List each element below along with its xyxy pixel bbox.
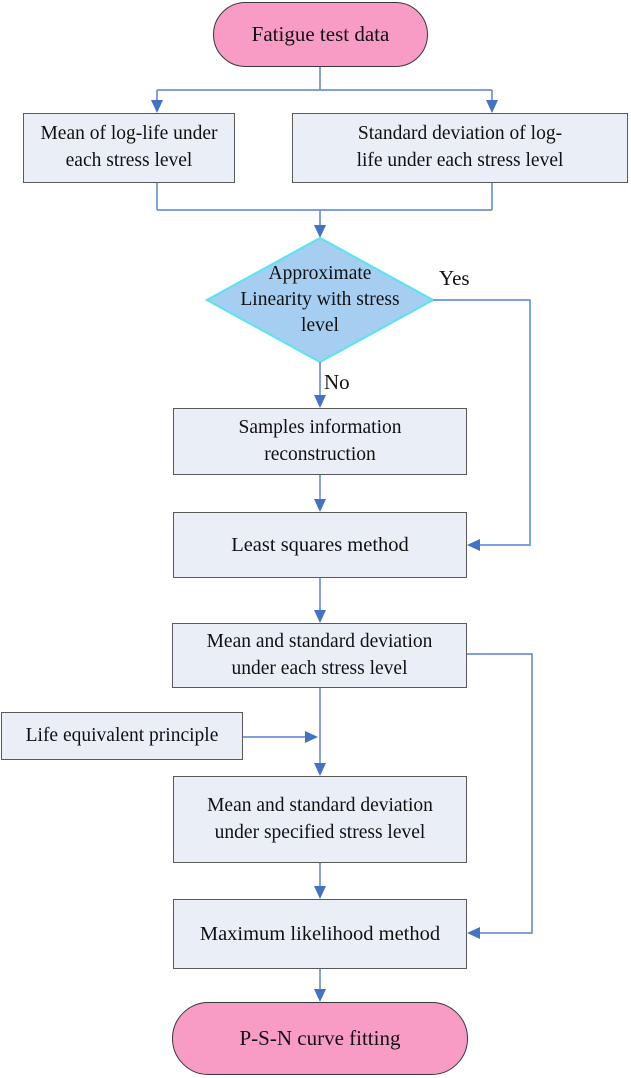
arrowhead-into-max-likelihood <box>314 886 326 899</box>
edge-label-yes: Yes <box>439 266 470 290</box>
arrowhead-into-mean-each <box>314 610 326 623</box>
node-life-equivalent-principle: Life equivalent principle <box>1 712 243 760</box>
arrowhead-into-mean-log <box>151 100 163 113</box>
node-std-deviation-log-life: Standard deviation of log- life under ea… <box>292 113 628 183</box>
arrowhead-into-least-squares-right <box>467 539 480 551</box>
edge-yes-branch <box>433 299 531 546</box>
edge-loop-to-max-likelihood <box>467 653 533 934</box>
edge-label-no: No <box>324 370 350 394</box>
node-samples-information-reconstruction: Samples information reconstruction <box>173 408 467 475</box>
edge-merge-to-decision <box>156 183 493 226</box>
arrowhead-into-decision <box>314 225 326 238</box>
node-decision-approximate-linearity: Approximate Linearity with stress level <box>240 263 400 336</box>
edge-start-to-split <box>156 67 493 101</box>
arrowhead-into-samples <box>314 395 326 408</box>
arrowhead-life-equivalent <box>305 731 318 743</box>
node-mean-of-log-life: Mean of log-life under each stress level <box>23 113 235 183</box>
arrowhead-into-end <box>314 989 326 1002</box>
arrowhead-into-mean-specified <box>314 763 326 776</box>
node-mean-std-specified-stress-level: Mean and standard deviation under specif… <box>173 776 467 863</box>
node-psn-curve-fitting: P-S-N curve fitting <box>172 1002 468 1075</box>
arrowhead-into-max-likelihood-right <box>467 927 480 939</box>
node-fatigue-test-data: Fatigue test data <box>213 2 428 67</box>
node-maximum-likelihood-method: Maximum likelihood method <box>173 899 467 969</box>
arrowhead-into-least-squares <box>314 499 326 512</box>
node-least-squares-method: Least squares method <box>173 512 467 578</box>
arrowhead-into-std-log <box>486 100 498 113</box>
node-mean-std-each-stress-level: Mean and standard deviation under each s… <box>172 623 467 688</box>
